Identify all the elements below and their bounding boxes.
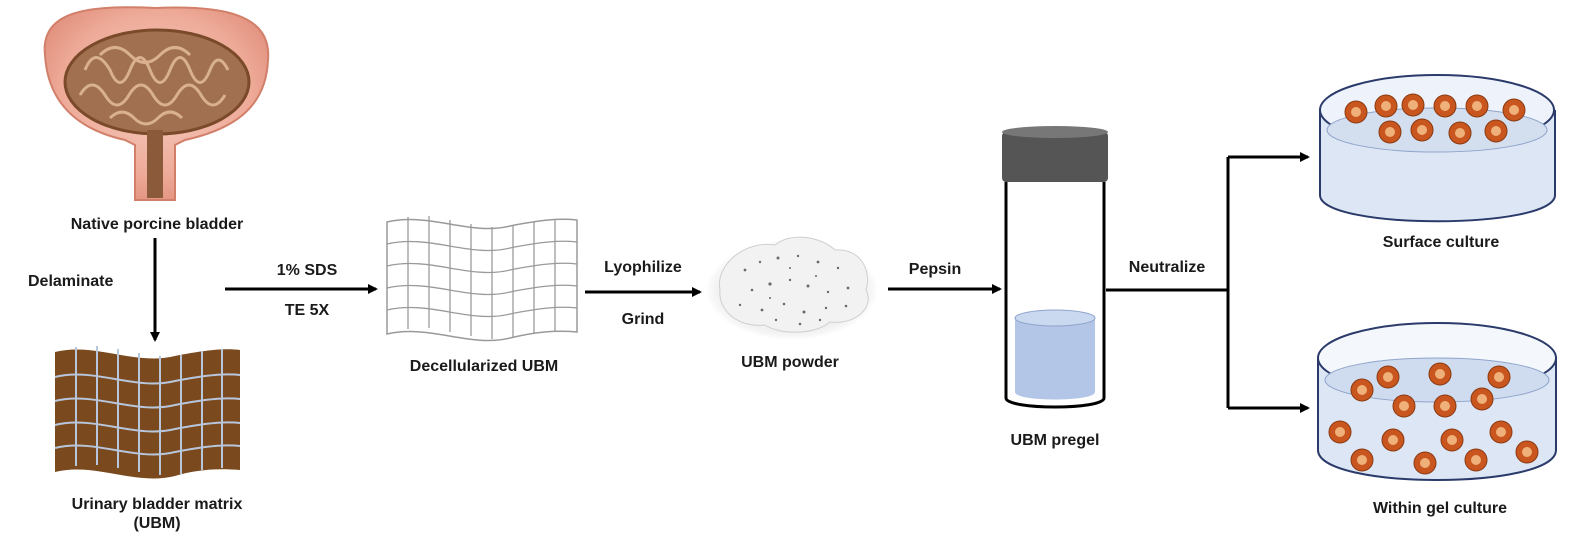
surface-cell-nucleus [1381,101,1391,111]
gel-cell-nucleus [1399,401,1409,411]
arrow-neutralize [1106,152,1310,413]
bladder-illustration [43,6,270,201]
label-grind: Grind [621,311,665,328]
label-pepsin: Pepsin [908,261,962,278]
label-pregel: UBM pregel [1010,432,1100,449]
label-te: TE 5X [284,302,330,319]
gel-cell-nucleus [1420,458,1430,468]
gel-cell-nucleus [1357,385,1367,395]
surface-cell-nucleus [1491,126,1501,136]
label-ubm-line1: Urinary bladder matrix [71,496,243,513]
ubm-powder [706,236,878,340]
label-sds: 1% SDS [276,262,338,279]
gel-cell-nucleus [1447,435,1457,445]
label-decellularized: Decellularized UBM [409,358,559,375]
label-powder: UBM powder [741,354,839,371]
gel-cell-nucleus [1522,447,1532,457]
gel-cell-nucleus [1388,435,1398,445]
gel-cell-nucleus [1383,372,1393,382]
label-surface-culture: Surface culture [1382,234,1500,251]
gel-cell-nucleus [1435,369,1445,379]
gel-cell-nucleus [1471,455,1481,465]
surface-cell-nucleus [1408,100,1418,110]
gel-cell-nucleus [1496,427,1506,437]
surface-cell-nucleus [1455,128,1465,138]
label-delaminate: Delaminate [28,273,114,290]
label-lyophilize: Lyophilize [604,259,682,276]
label-native-bladder: Native porcine bladder [70,216,244,233]
surface-cell-nucleus [1417,125,1427,135]
surface-cell-nucleus [1385,127,1395,137]
surface-cell-nucleus [1440,101,1450,111]
surface-cell-nucleus [1509,105,1519,115]
gel-cell-nucleus [1357,455,1367,465]
label-within-gel-culture: Within gel culture [1372,500,1508,517]
decellularized-ubm-sheet [386,216,578,342]
label-ubm-line2: (UBM) [133,515,181,532]
ubm-matrix-sheet [54,346,241,479]
gel-cell-nucleus [1494,372,1504,382]
label-neutralize: Neutralize [1128,259,1206,276]
surface-cell-nucleus [1351,107,1361,117]
gel-cell-nucleus [1335,427,1345,437]
surface-culture-dish [1319,74,1556,223]
surface-cell-nucleus [1472,101,1482,111]
surface-cells [1344,93,1526,145]
within-gel-cells [1328,362,1539,475]
pregel-vial [1002,126,1108,409]
gel-cell-nucleus [1477,394,1487,404]
gel-cell-nucleus [1440,401,1450,411]
